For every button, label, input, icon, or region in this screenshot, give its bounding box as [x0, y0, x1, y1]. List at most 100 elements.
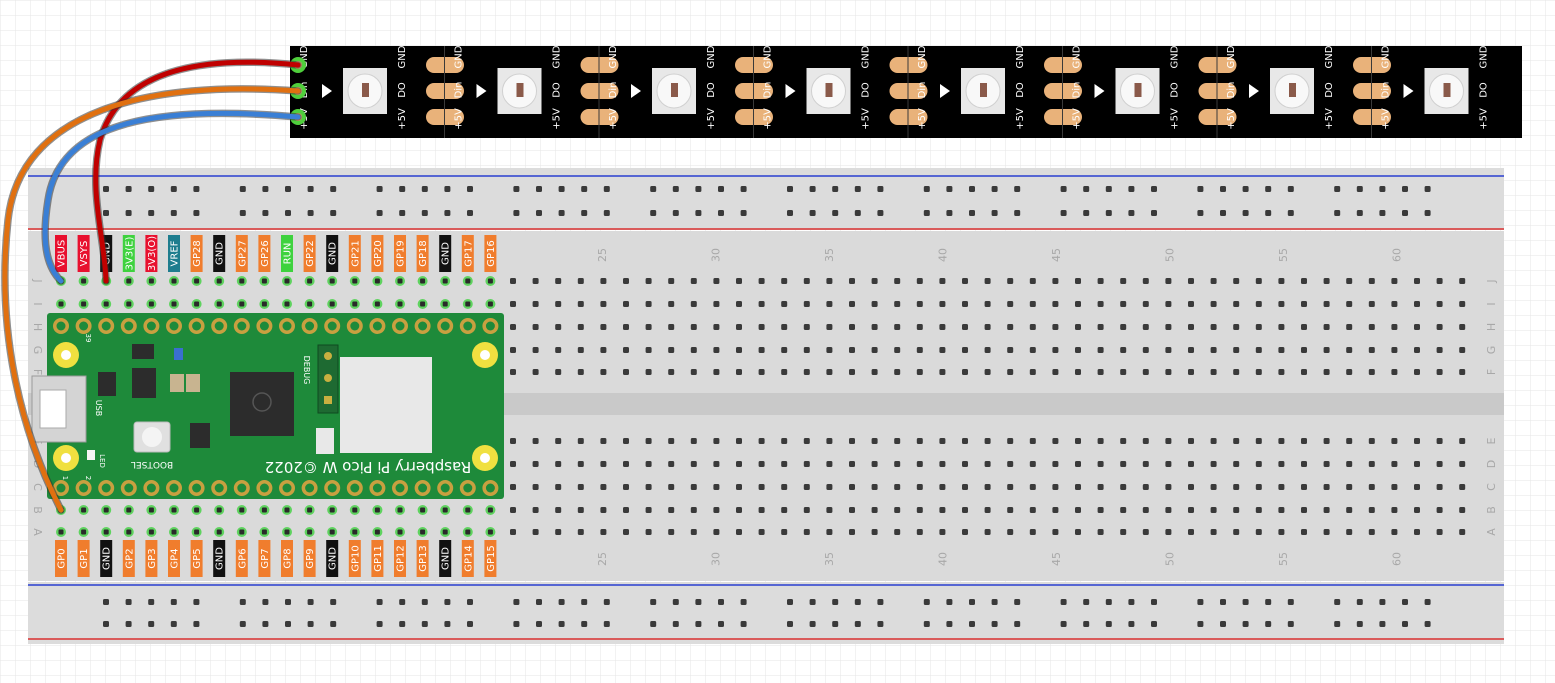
terminal-hole [758, 484, 765, 490]
direction-arrow-icon [322, 84, 332, 98]
terminal-hole [1142, 438, 1149, 444]
mount-hole [61, 350, 71, 360]
pin-label: GP12 [396, 545, 407, 572]
terminal-hole [532, 529, 539, 535]
castellated-pad-hole [79, 321, 89, 331]
terminal-hole [1142, 529, 1149, 535]
pico-w-board: Raspberry Pi Pico W ©2022 BOOTSEL USB LE… [31, 313, 504, 499]
rail-hole [330, 621, 337, 627]
strip-pin-label: GND [552, 45, 563, 68]
terminal-hole [1142, 301, 1149, 307]
strip-pin-label: +5V [1226, 108, 1237, 130]
terminal-hole [1391, 369, 1398, 375]
terminal-hole [962, 484, 968, 490]
terminal-hole [826, 461, 833, 467]
terminal-hole [1029, 278, 1036, 284]
terminal-hole [781, 278, 788, 284]
terminal-hole [442, 278, 448, 284]
terminal-hole [1323, 347, 1330, 353]
terminal-hole [532, 324, 539, 330]
terminal-hole [577, 301, 584, 307]
terminal-hole [690, 529, 697, 535]
debug-pin [324, 396, 332, 404]
terminal-hole [1052, 484, 1059, 490]
pin-label: GP6 [237, 548, 248, 568]
rail-hole [103, 621, 109, 627]
rail-hole [558, 599, 565, 605]
pin-label-box [371, 235, 384, 272]
pin-label-box [303, 235, 316, 272]
terminal-hole [510, 461, 516, 467]
terminal-hole [1414, 529, 1420, 535]
terminal-hole [690, 484, 697, 490]
terminal-hole [126, 507, 132, 513]
rail-hole [307, 186, 314, 192]
rail-hole [170, 621, 177, 627]
row-letter: J [31, 278, 44, 282]
rail-hole [1151, 186, 1157, 192]
terminal-hole [984, 301, 991, 307]
strip-pin-label: Din [1381, 82, 1392, 99]
rail-hole [740, 621, 747, 627]
pin-label-box [258, 540, 271, 577]
rail-hole [1197, 186, 1204, 192]
rail-hole [832, 599, 839, 605]
terminal-hole [736, 529, 742, 535]
rail-hole [399, 210, 406, 216]
terminal-hole [871, 507, 878, 513]
bootsel-button-cap[interactable] [142, 427, 162, 447]
terminal-hole [781, 484, 788, 490]
rail-hole [923, 186, 930, 192]
terminal-hole [577, 484, 584, 490]
castellated-pad-hole [305, 321, 315, 331]
terminal-hole [487, 301, 493, 307]
terminal-hole [1097, 278, 1104, 284]
strip-pin-label: +5V [763, 108, 774, 130]
rail-hole [399, 186, 406, 192]
pin-label-box [122, 540, 135, 577]
strip-pin-label: GND [1324, 45, 1335, 68]
rail-hole [991, 599, 998, 605]
terminal-hole [781, 438, 788, 444]
terminal-hole [623, 324, 629, 330]
terminal-hole [1436, 301, 1443, 307]
terminal-hole [736, 438, 742, 444]
terminal-hole [894, 484, 901, 490]
strip-pin-label: Din [1226, 82, 1237, 99]
rail-hole [991, 210, 998, 216]
terminal-hole [781, 324, 788, 330]
terminal-hole [781, 507, 788, 513]
direction-arrow-icon [476, 84, 487, 98]
terminal-hole [803, 529, 810, 535]
rail-hole [513, 186, 520, 192]
rail-hole [239, 599, 246, 605]
terminal-hole [1459, 461, 1466, 467]
pin-label-box [77, 540, 90, 577]
terminal-hole [713, 324, 720, 330]
led-label: LED [98, 454, 106, 468]
pin-label: GP19 [396, 240, 407, 267]
castellated-pad-hole [169, 321, 179, 331]
column-number: 60 [1391, 552, 1404, 566]
pin-label: GND [102, 547, 113, 570]
terminal-hole [984, 324, 991, 330]
ws2812-die [516, 83, 524, 97]
castellated-pad-hole [485, 321, 495, 331]
terminal-hole [58, 301, 64, 307]
pin-label: GND [328, 242, 339, 265]
rail-hole [536, 599, 542, 605]
terminal-hole [1097, 461, 1104, 467]
terminal-hole [668, 324, 675, 330]
terminal-hole [623, 301, 629, 307]
strip-pin-label: GND [1170, 45, 1181, 68]
rail-hole [923, 621, 930, 627]
strip-pin-label: DO [1479, 82, 1490, 98]
strip-pin-label: GND [608, 45, 619, 68]
terminal-hole [284, 278, 290, 284]
rail-hole [421, 186, 428, 192]
terminal-hole [420, 507, 426, 513]
terminal-hole [916, 438, 923, 444]
terminal-hole [1436, 529, 1443, 535]
terminal-hole [577, 507, 584, 513]
terminal-hole [420, 278, 426, 284]
